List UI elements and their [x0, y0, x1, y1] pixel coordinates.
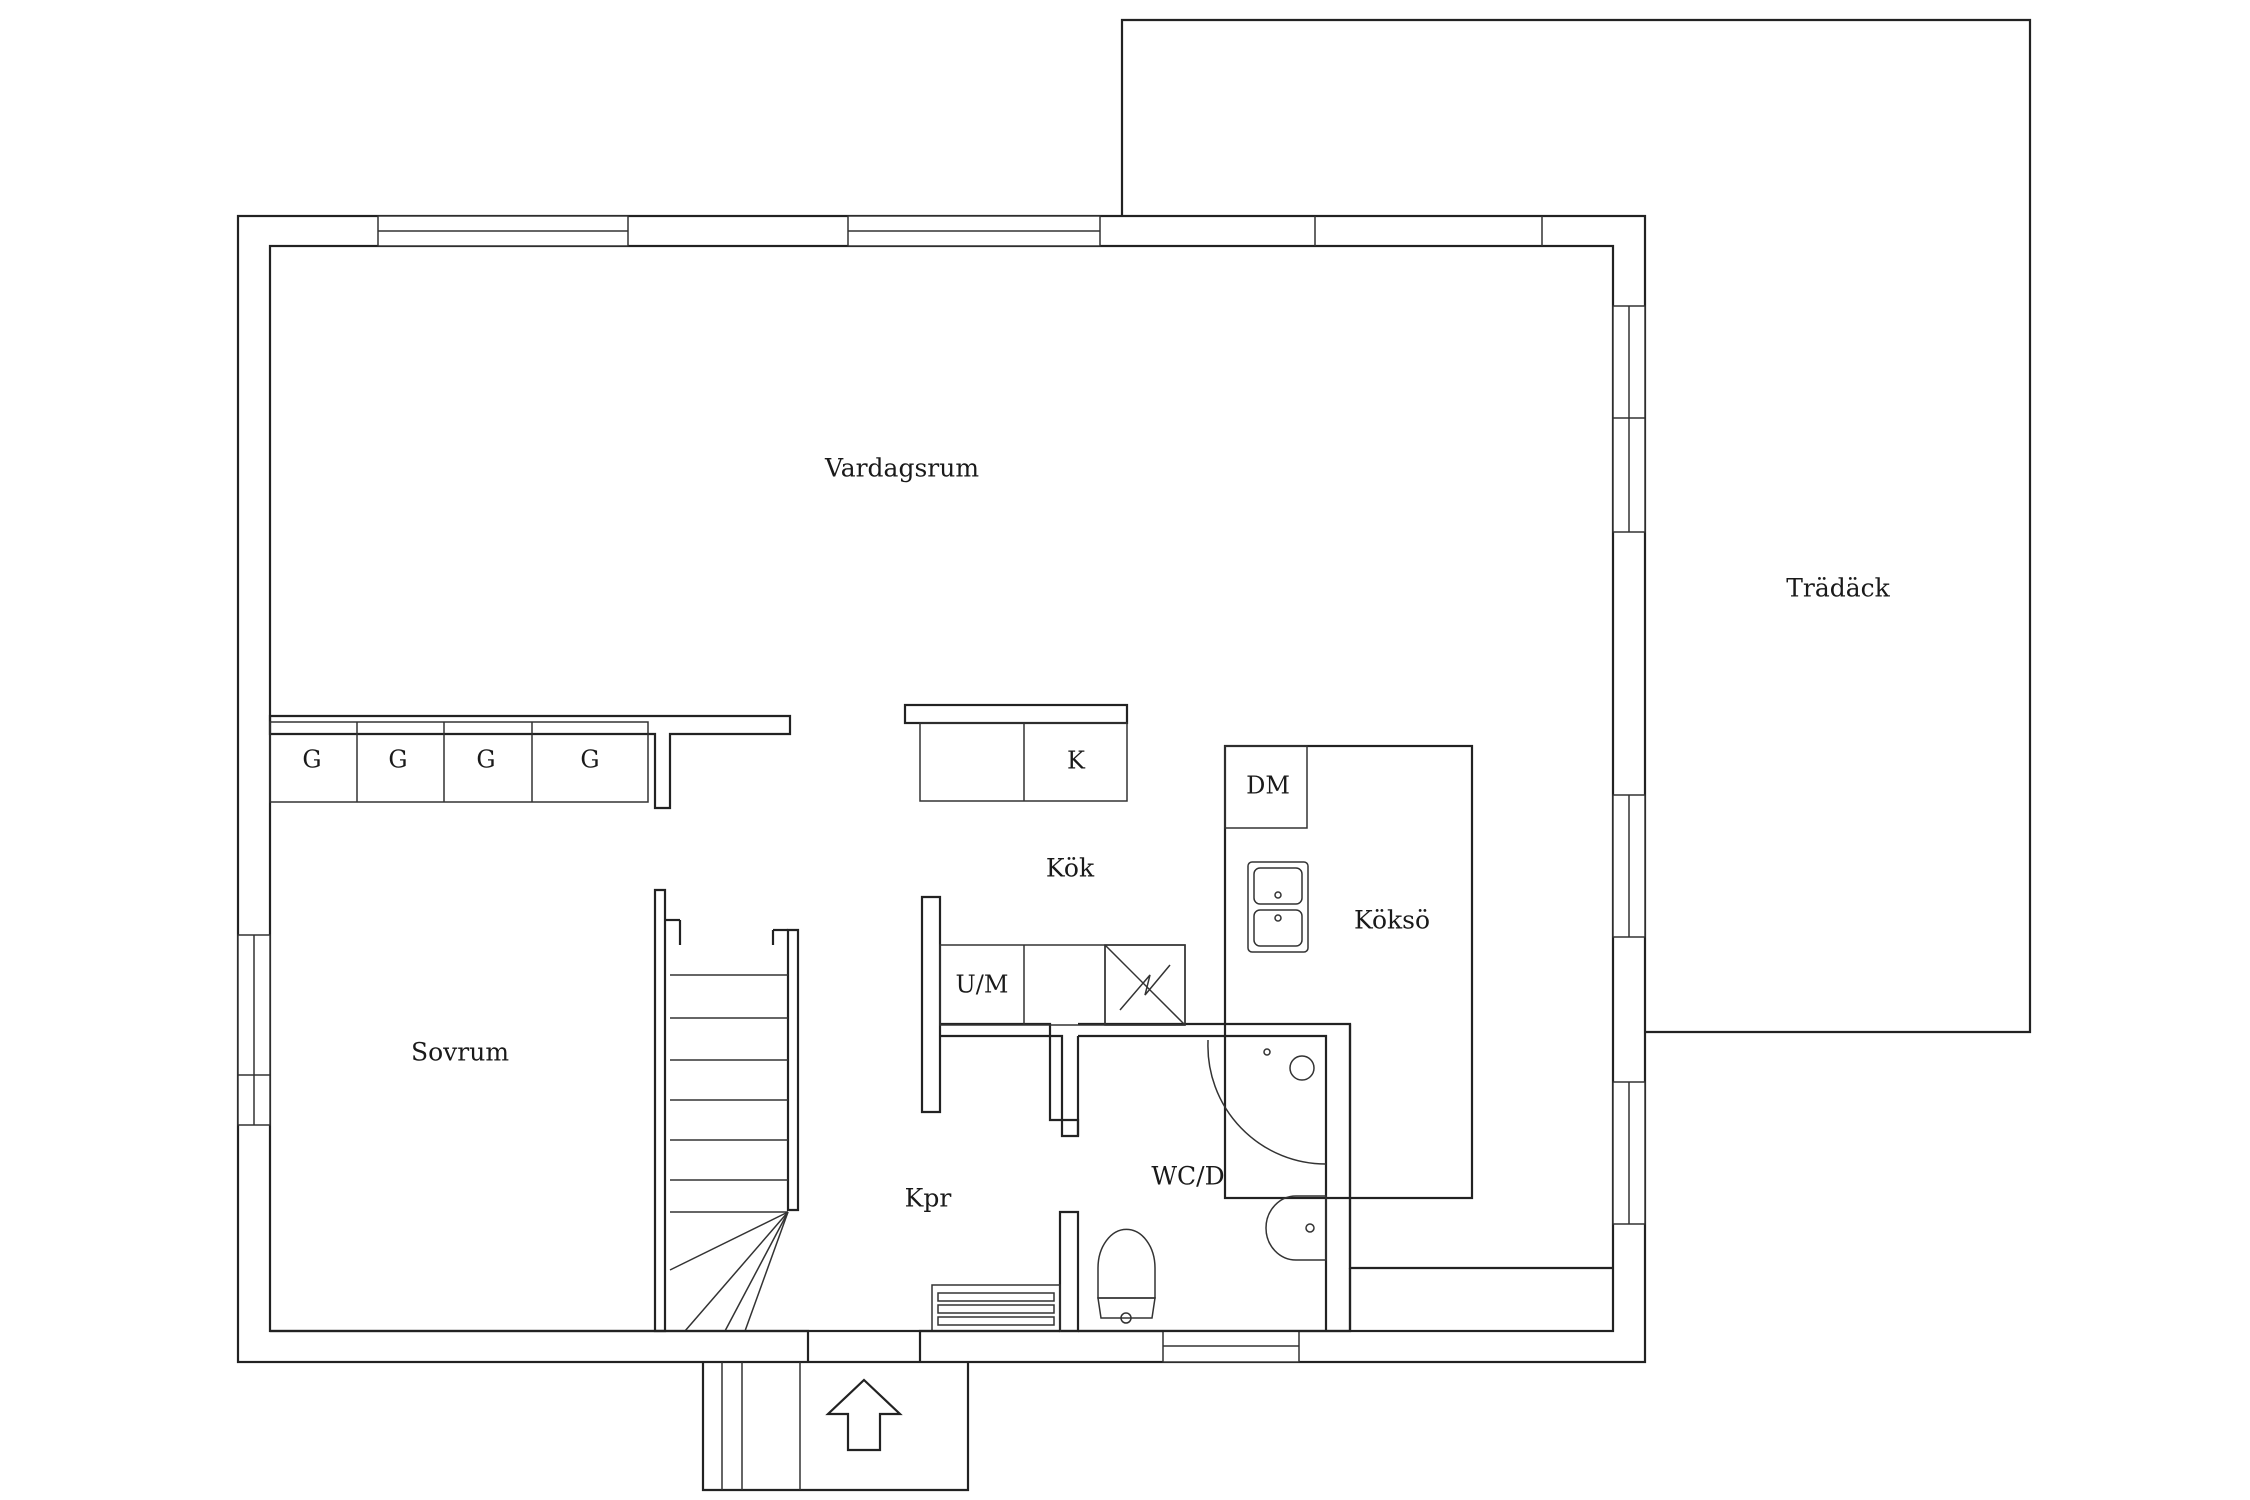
- staircase: [669, 974, 789, 1332]
- room-labels: Vardagsrum Trädäck Sovrum Kök Köksö Kpr …: [411, 454, 1891, 1213]
- toilet-icon: [1097, 1228, 1156, 1324]
- entrance-steps: [655, 1329, 1060, 1492]
- windows: [237, 215, 1646, 1363]
- dishwasher: DM: [1224, 745, 1308, 829]
- kitchen-counter-bottom: U/M: [939, 944, 1186, 1026]
- washbasin-icon: [1265, 1195, 1327, 1261]
- dishwasher-label: DM: [1246, 772, 1290, 800]
- room-label-vardagsrum: Vardagsrum: [824, 454, 979, 483]
- deck-outline: [1120, 18, 2032, 1034]
- room-label-kpr: Kpr: [905, 1184, 952, 1213]
- wardrobe-label-1: G: [302, 746, 321, 774]
- double-sink-icon: [1247, 861, 1309, 953]
- wardrobe-label-2: G: [388, 746, 407, 774]
- wardrobe-label-4: G: [580, 746, 599, 774]
- wardrobes: G G G G: [269, 721, 649, 803]
- room-label-kok: Kök: [1046, 854, 1095, 883]
- room-label-kokso: Köksö: [1354, 906, 1430, 935]
- room-label-wcd: WC/D: [1151, 1162, 1224, 1191]
- room-label-tradack: Trädäck: [1786, 574, 1890, 603]
- kitchen-counter-top: K: [919, 722, 1128, 802]
- fridge-label: K: [1067, 747, 1086, 775]
- entrance-arrow-icon: [825, 1378, 903, 1452]
- interior-walls: [268, 703, 1613, 1333]
- oven-micro-label: U/M: [956, 971, 1009, 999]
- radiator-icon: [931, 1284, 1061, 1332]
- wardrobe-label-3: G: [476, 746, 495, 774]
- stove-icon: [1104, 944, 1186, 1026]
- shower-icon: [1207, 1040, 1327, 1165]
- kitchen-island: [1223, 744, 1474, 1200]
- room-label-sovrum: Sovrum: [411, 1038, 509, 1067]
